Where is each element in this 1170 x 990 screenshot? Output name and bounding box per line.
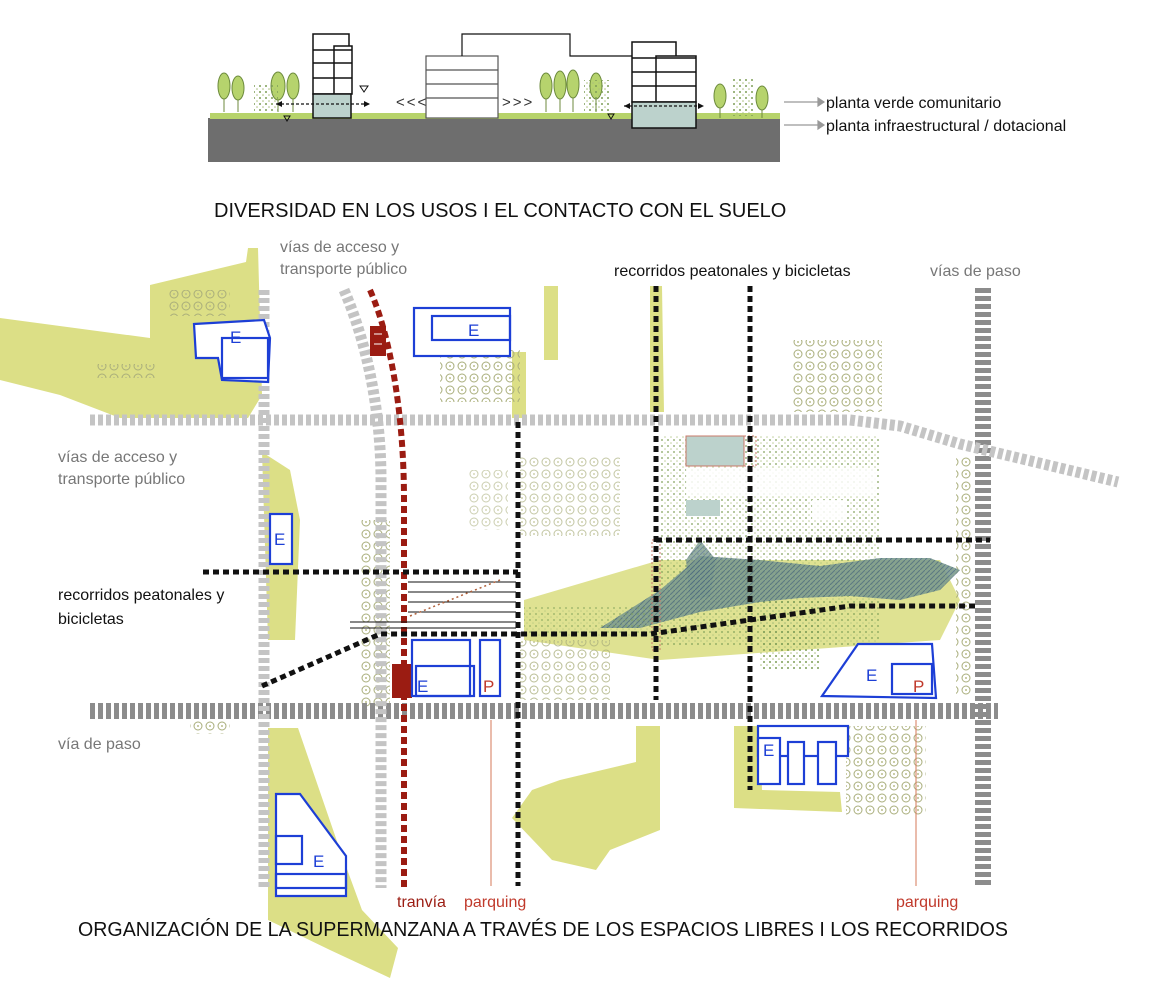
label-parking-right: parquing <box>896 894 958 911</box>
building-left <box>312 33 353 119</box>
stipple-hedge-right <box>732 78 754 116</box>
equipment-mark-se: E <box>763 741 774 760</box>
legend-arrows <box>784 96 826 131</box>
label-tram: tranvía <box>397 894 446 911</box>
section-drawing: <<< >>> planta verde comunitario planta … <box>208 33 1066 162</box>
label-access-top-1: vías de acceso y <box>280 239 399 256</box>
tram-line <box>367 288 407 888</box>
equipment-mark-s: E <box>313 852 324 871</box>
label-access-left-2: transporte público <box>58 471 185 488</box>
label-through-top: vías de paso <box>930 263 1021 280</box>
right-arrows: >>> <box>502 94 534 111</box>
pedestrian-routes <box>203 286 990 886</box>
label-pedestrian-top: recorridos peatonales y bicicletas <box>614 263 851 280</box>
section-arrows <box>276 103 704 107</box>
left-arrows: <<< <box>396 94 428 111</box>
tram-stop-north <box>370 326 386 356</box>
equipment-buildings <box>192 306 938 898</box>
parking-mark-c: P <box>483 677 494 696</box>
stipple-hedge-mid <box>584 80 610 112</box>
label-pedestrian-left-2: bicicletas <box>58 611 124 628</box>
label-access-top-2: transporte público <box>280 261 407 278</box>
tram-stop-ticks <box>374 333 382 345</box>
roof-connector <box>461 33 632 57</box>
equipment-marks: E E E E P E P E E <box>230 321 924 871</box>
stipple-hedge-left <box>254 84 278 112</box>
plan-labels: vías de acceso y transporte público reco… <box>58 239 1021 911</box>
crosswalk <box>350 581 516 629</box>
equipment-mark-w: E <box>274 530 285 549</box>
label-pedestrian-left-1: recorridos peatonales y <box>58 587 224 604</box>
parking-mark-e: P <box>913 677 924 696</box>
legend-lower: planta infraestructural / dotacional <box>826 118 1066 135</box>
label-access-left-1: vías de acceso y <box>58 449 177 466</box>
building-right <box>631 41 697 129</box>
level-markers <box>283 85 615 122</box>
section-caption: DIVERSIDAD EN LOS USOS I EL CONTACTO CON… <box>214 200 786 222</box>
through-roads <box>90 288 998 888</box>
equipment-mark-e: E <box>866 666 877 685</box>
equipment-mark-n: E <box>468 321 479 340</box>
label-through-left: vía de paso <box>58 736 141 753</box>
building-middle <box>425 55 499 119</box>
label-parking-left: parquing <box>464 894 526 911</box>
plan-caption: ORGANIZACIÓN DE LA SUPERMANZANA A TRAVÉS… <box>78 918 1008 941</box>
legend-upper: planta verde comunitario <box>826 95 1001 112</box>
parking-guides <box>490 720 917 886</box>
diagonal-path <box>409 579 501 617</box>
equipment-mark-nw: E <box>230 328 241 347</box>
tram-stop-south <box>392 664 412 698</box>
equipment-mark-c: E <box>417 677 428 696</box>
central-park <box>524 435 960 670</box>
access-roads <box>90 287 1120 888</box>
